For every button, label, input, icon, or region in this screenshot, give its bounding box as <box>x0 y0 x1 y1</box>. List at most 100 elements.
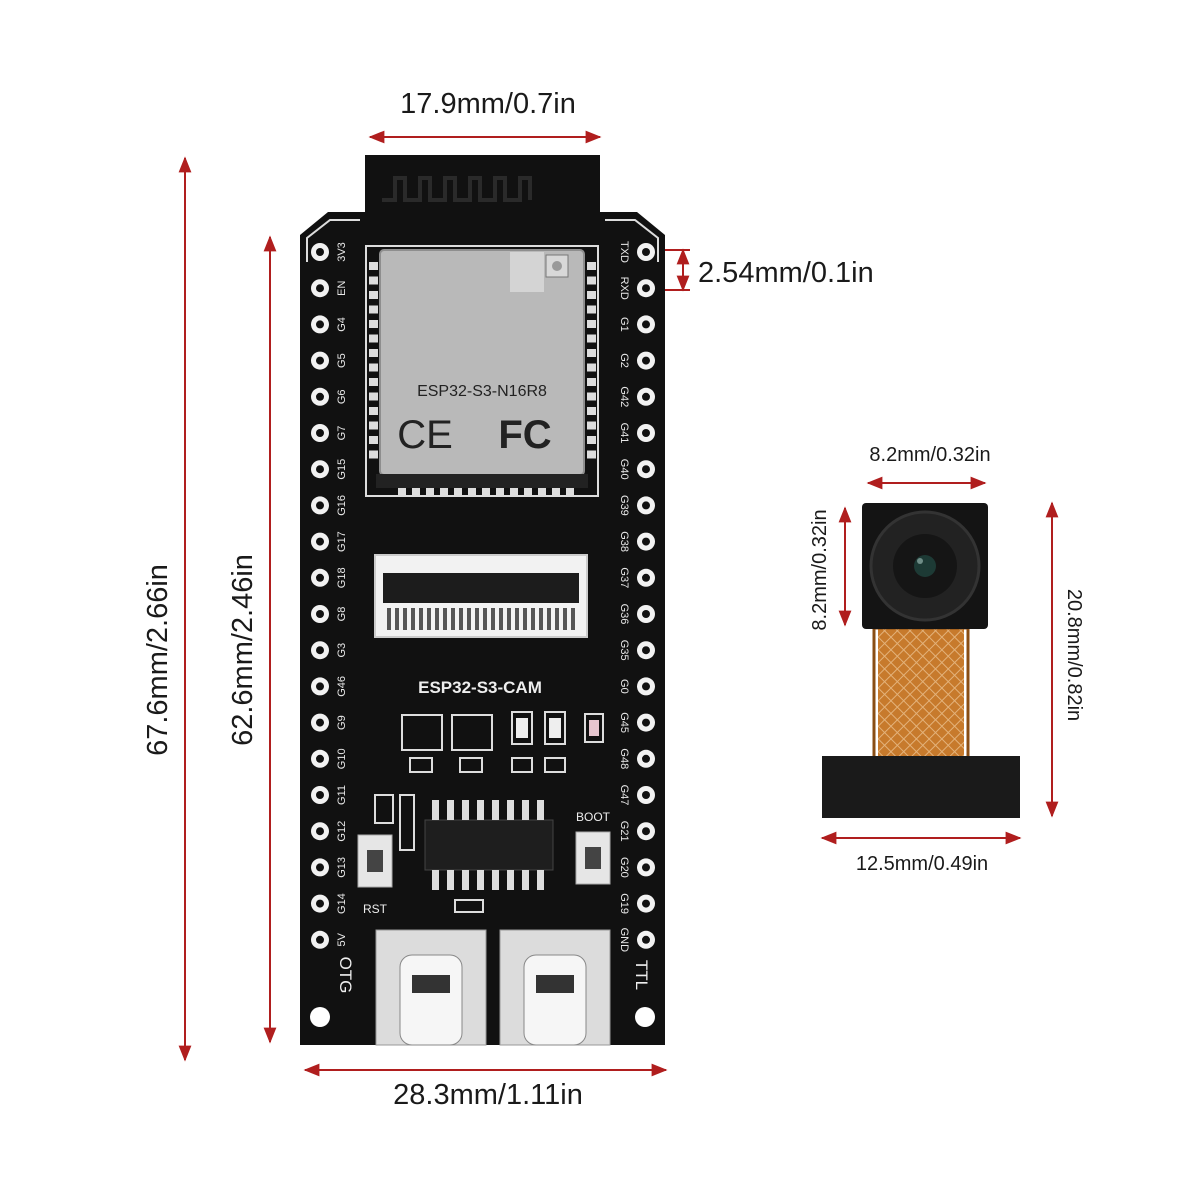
pin-label: TXD <box>618 241 630 263</box>
pin-hole-center <box>316 827 324 836</box>
rst-label: RST <box>363 902 388 916</box>
pin-label: RXD <box>618 277 630 300</box>
fpc-pin <box>443 608 447 630</box>
pin-label: G11 <box>336 785 348 805</box>
module-pad <box>412 488 420 497</box>
dimension-labels: 17.9mm/0.7in 2.54mm/0.1in 67.6mm/2.66in … <box>142 88 1085 1111</box>
fpc-pin <box>571 608 575 630</box>
module-pad <box>552 488 560 497</box>
pin-hole-center <box>642 392 650 401</box>
cam-total-height-label: 20.8mm/0.82in <box>1063 589 1085 721</box>
pin-label: G12 <box>336 821 348 842</box>
pin-label: G18 <box>336 567 348 588</box>
fpc-pin <box>539 608 543 630</box>
module-pad <box>587 421 596 430</box>
module-pad <box>587 334 596 343</box>
pin-label: G35 <box>618 640 630 661</box>
fpc-pin <box>395 608 399 630</box>
fpc-pin <box>555 608 559 630</box>
module-pad <box>538 488 546 497</box>
chip-leg <box>492 800 499 820</box>
chip-leg <box>462 800 469 820</box>
pin-hole-center <box>642 320 650 329</box>
pin-label: G16 <box>336 495 348 516</box>
pin-label: G6 <box>336 389 348 404</box>
pin-label: G48 <box>618 748 630 769</box>
mounting-hole <box>310 1007 330 1027</box>
pin-label: G15 <box>336 459 348 480</box>
fpc-pin <box>403 608 407 630</box>
pin-hole-center <box>642 284 650 293</box>
chip-leg <box>462 870 469 890</box>
fpc-pin <box>459 608 463 630</box>
pin-hole-center <box>316 429 324 437</box>
pin-hole-center <box>316 248 324 256</box>
fpc-pin <box>499 608 503 630</box>
pin-label: G37 <box>618 567 630 588</box>
antenna-connector-center <box>552 261 562 271</box>
ttl-label: TTL <box>632 960 651 990</box>
pin-hole-center <box>642 356 650 365</box>
pin-hole-center <box>642 465 650 474</box>
chip-legs <box>432 800 544 890</box>
module-pad <box>587 436 596 444</box>
dimension-lines <box>178 130 1059 1077</box>
pin-hole-center <box>642 429 650 437</box>
otg-label: OTG <box>336 957 355 994</box>
cam-connector-width-label: 12.5mm/0.49in <box>856 853 988 875</box>
pin-hole-center <box>316 935 324 944</box>
pin-label: 3V3 <box>336 242 348 262</box>
pin-label: G4 <box>336 317 348 332</box>
board-name-label: ESP32-S3-CAM <box>418 678 542 697</box>
pin-hole-center <box>642 610 650 618</box>
pin-hole-center <box>642 718 650 727</box>
camera-lens-glass <box>914 555 936 577</box>
module-pad <box>587 305 596 314</box>
pin-hole-center <box>316 682 324 691</box>
cam-width-label: 8.2mm/0.32in <box>869 444 990 466</box>
module-pad <box>369 276 378 285</box>
ttl-usb-c-opening <box>523 954 587 1046</box>
pin-hole-center <box>642 754 650 763</box>
pin-label: G36 <box>618 604 630 625</box>
pin-hole-center <box>316 465 324 474</box>
pin-hole-center <box>642 682 650 691</box>
pin-hole-center <box>642 899 650 908</box>
fpc-pin <box>475 608 479 630</box>
module-pad <box>587 262 596 270</box>
fpc-pin <box>515 608 519 630</box>
pin-label: G38 <box>618 531 630 552</box>
camera-connector <box>822 756 1020 818</box>
otg-usb-c-tongue <box>412 975 450 993</box>
fpc-pin <box>531 608 535 630</box>
pin-label: G2 <box>618 353 630 368</box>
fpc-pin <box>483 608 487 630</box>
silk-outline <box>306 219 360 262</box>
mounting-hole <box>635 1007 655 1027</box>
module-pad <box>369 291 378 299</box>
module-pad <box>482 488 490 497</box>
pin-hole-center <box>642 791 650 799</box>
module-pad <box>496 488 504 497</box>
reset-button-cap <box>367 850 383 872</box>
module-pad <box>468 488 476 497</box>
fpc-pin <box>507 608 511 630</box>
module-pad <box>369 305 378 314</box>
chip-leg <box>447 800 454 820</box>
fpc-pin <box>419 608 423 630</box>
pin-hole-center <box>642 248 650 256</box>
module-pad <box>369 436 378 444</box>
module-pad <box>454 488 462 497</box>
pin-hole-center <box>316 537 324 546</box>
fpc-pin <box>467 608 471 630</box>
pin-label: G47 <box>618 785 630 806</box>
module-pad <box>369 334 378 343</box>
pin-hole-center <box>642 863 650 872</box>
fpc-slot <box>383 573 579 603</box>
pin-hole-center <box>642 646 650 655</box>
pin-hole-center <box>642 573 650 582</box>
pin-label: G17 <box>336 531 348 552</box>
module-pads <box>369 262 596 497</box>
fpc-pins <box>387 608 575 630</box>
